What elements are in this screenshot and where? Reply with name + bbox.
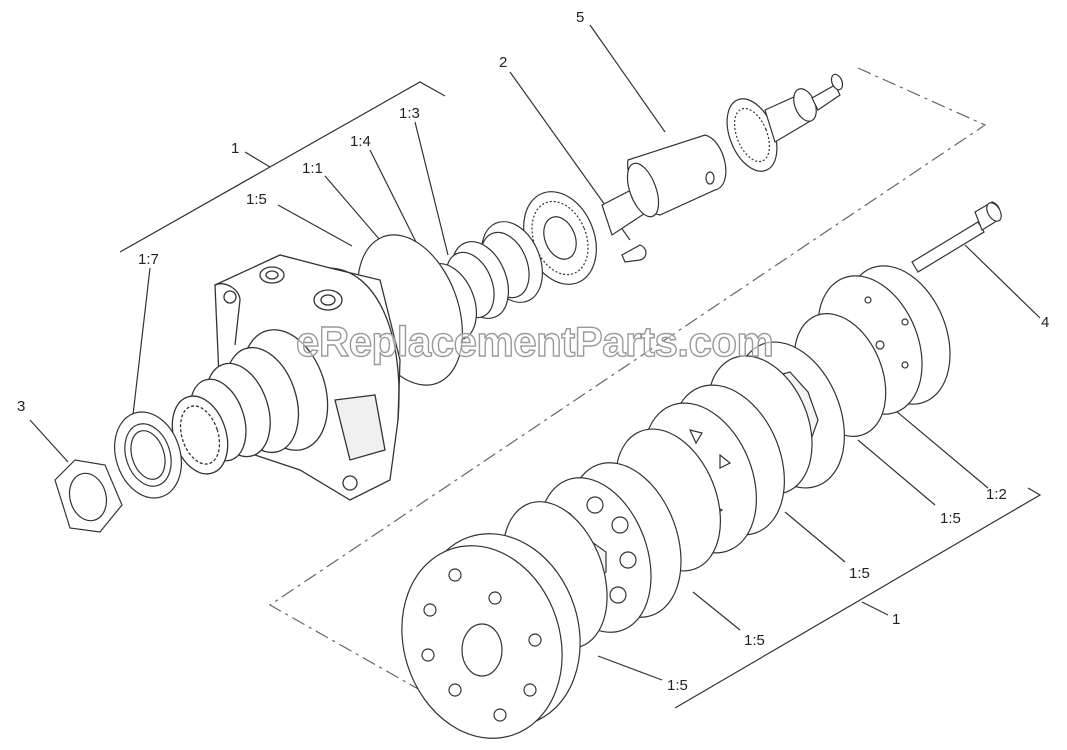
callout-1-7: 1:7 [138,251,159,268]
callout-1-5-top: 1:5 [246,191,267,208]
callout-2: 2 [499,54,508,71]
leader-1-4 [369,149,421,251]
leader-1-3 [414,121,449,256]
leader-1-5-d [597,655,663,681]
leader-1-bottom [861,601,889,616]
callout-5: 5 [576,9,585,26]
bracket-top [119,81,446,253]
bracket-bottom [674,487,1042,709]
motor-housing [171,254,401,501]
dashed-guide-line [268,67,987,691]
drive-shaft-part [601,73,844,236]
callout-1-2: 1:2 [986,486,1007,503]
callout-1-3: 1:3 [399,105,420,122]
watermark-text: eReplacementParts.com [295,317,774,365]
callout-1-top: 1 [231,140,240,157]
callout-4: 4 [1041,314,1050,331]
leader-4 [964,244,1041,319]
shaft-seal-part [114,411,182,499]
leader-1-5-b [784,511,846,563]
callout-1-5-c: 1:5 [744,632,765,649]
key-part [621,244,647,263]
leader-3 [29,419,69,463]
callout-1-4: 1:4 [350,133,371,150]
callout-1-5-b: 1:5 [849,565,870,582]
callout-1-bottom: 1 [892,611,901,628]
front-flange-part [401,533,581,739]
callout-1-5-a: 1:5 [940,510,961,527]
leader-5 [589,24,666,133]
leader-1-5-top [277,204,353,247]
leader-1-top [244,151,271,168]
callout-1-5-d: 1:5 [667,677,688,694]
callout-1-1: 1:1 [302,160,323,177]
bolt-part [911,201,1002,273]
hex-nut-part [54,459,123,533]
callout-3: 3 [17,398,26,415]
leader-1-7 [132,267,151,416]
leader-1-5-a [857,439,936,506]
leader-1-5-c [692,591,741,631]
